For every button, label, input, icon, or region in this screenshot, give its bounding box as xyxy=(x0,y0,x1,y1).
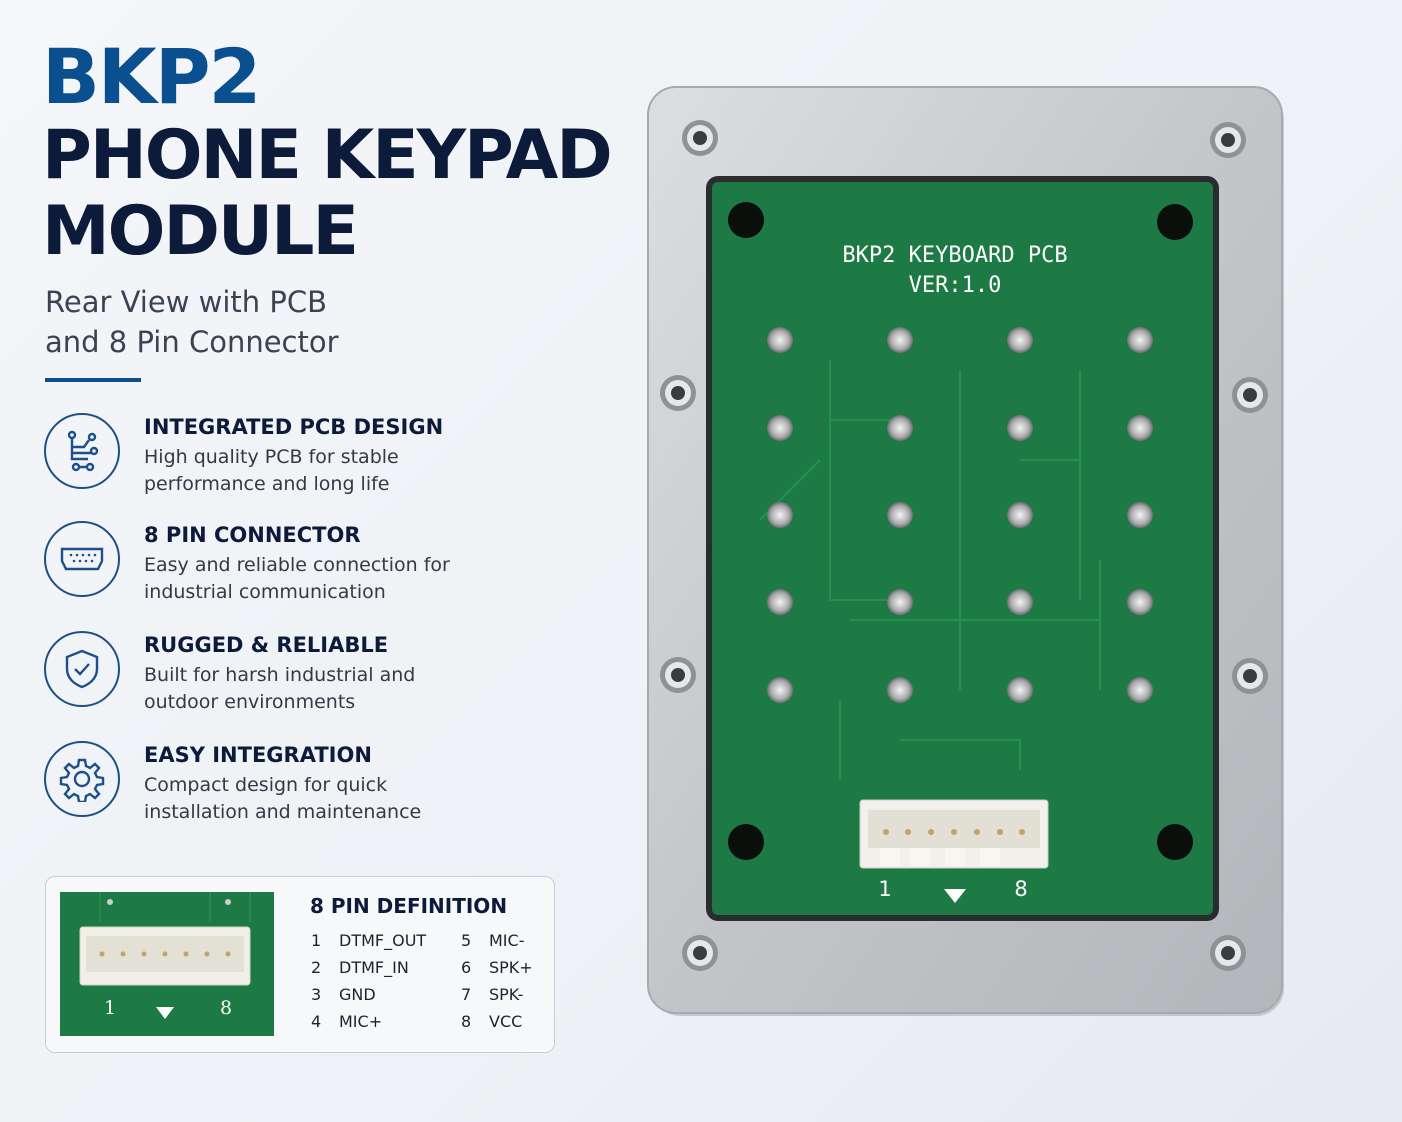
pin-number: 8 xyxy=(461,1012,472,1031)
pin-row: 6 SPK+ xyxy=(461,958,533,977)
feature-title: 8 PIN CONNECTOR xyxy=(144,523,361,547)
feature-item: EASY INTEGRATION Compact design for quic… xyxy=(44,741,464,831)
page-title-line: PHONE KEYPAD xyxy=(42,116,613,195)
solder-pad xyxy=(887,415,913,441)
screw-hole xyxy=(1221,133,1235,147)
solder-pad xyxy=(1007,415,1033,441)
pcb-board xyxy=(712,182,1213,915)
feature-title: INTEGRATED PCB DESIGN xyxy=(144,415,444,439)
pcb-pin-label-left: 1 xyxy=(878,877,891,901)
solder-pad xyxy=(887,327,913,353)
connector-icon xyxy=(44,521,120,597)
solder-pad xyxy=(1007,677,1033,703)
screw-hole xyxy=(1243,388,1257,402)
solder-pad xyxy=(767,589,793,615)
solder-pad xyxy=(767,327,793,353)
pin-number: 2 xyxy=(311,958,322,977)
8-pin-connector xyxy=(859,799,1049,869)
pcb-silkscreen-version: VER:1.0 xyxy=(909,273,1002,298)
feature-title: RUGGED & RELIABLE xyxy=(144,633,389,657)
pin-row: 5 MIC- xyxy=(461,931,524,950)
subtitle-line: and 8 Pin Connector xyxy=(45,325,339,359)
screw-hole xyxy=(1243,669,1257,683)
gear-icon xyxy=(44,741,120,817)
pin-number: 1 xyxy=(311,931,322,950)
pin-name: SPK- xyxy=(489,985,524,1004)
pin-row: 3 GND xyxy=(311,985,376,1004)
pin-name: DTMF_OUT xyxy=(339,931,427,950)
feature-title: EASY INTEGRATION xyxy=(144,743,372,767)
solder-pad xyxy=(887,589,913,615)
solder-pad xyxy=(1007,327,1033,353)
solder-pad xyxy=(767,502,793,528)
pin-name: VCC xyxy=(489,1012,523,1031)
screw-hole xyxy=(671,668,685,682)
solder-pad xyxy=(1127,589,1153,615)
feature-description: Easy and reliable connection for industr… xyxy=(144,554,450,603)
pin-number: 7 xyxy=(461,985,472,1004)
pin-label-left: 1 xyxy=(104,997,116,1019)
solder-pad xyxy=(1127,502,1153,528)
screw-hole xyxy=(671,386,685,400)
pin-name: MIC+ xyxy=(339,1012,383,1031)
screw-hole xyxy=(693,131,707,145)
pin-row: 4 MIC+ xyxy=(311,1012,382,1031)
circuit-icon xyxy=(44,413,120,489)
feature-item: RUGGED & RELIABLE Built for harsh indust… xyxy=(44,631,464,721)
solder-pad xyxy=(1127,415,1153,441)
pin-row: 1 DTMF_OUT xyxy=(311,931,426,950)
page-title-line: MODULE xyxy=(42,192,359,271)
solder-pad xyxy=(1127,327,1153,353)
solder-pad xyxy=(767,415,793,441)
solder-pad xyxy=(887,677,913,703)
solder-pad xyxy=(767,677,793,703)
pin-number: 6 xyxy=(461,958,472,977)
solder-pad xyxy=(887,502,913,528)
screw-hole xyxy=(1221,946,1235,960)
subtitle: Rear View with PCB and 8 Pin Connector xyxy=(45,282,339,362)
connector-closeup-image: 1 8 xyxy=(60,892,274,1036)
pin-name: SPK+ xyxy=(489,958,533,977)
pin-number: 5 xyxy=(461,931,472,950)
divider xyxy=(45,378,141,382)
feature-item: 8 PIN CONNECTOR Easy and reliable connec… xyxy=(44,521,464,611)
pin-name: DTMF_IN xyxy=(339,958,409,977)
pin-row: 2 DTMF_IN xyxy=(311,958,409,977)
pcb-pin-label-right: 8 xyxy=(1014,877,1027,901)
feature-description: Built for harsh industrial and outdoor e… xyxy=(144,664,416,713)
solder-pad xyxy=(1007,589,1033,615)
solder-pad xyxy=(1007,502,1033,528)
pin-number: 3 xyxy=(311,985,322,1004)
pin-definition-title: 8 PIN DEFINITION xyxy=(310,894,508,918)
shield-check-icon xyxy=(44,631,120,707)
pin-name: MIC- xyxy=(489,931,525,950)
feature-description: High quality PCB for stable performance … xyxy=(144,446,399,495)
pin-row: 8 VCC xyxy=(461,1012,522,1031)
screw-hole xyxy=(693,946,707,960)
pin-label-right: 8 xyxy=(220,997,232,1019)
feature-item: INTEGRATED PCB DESIGN High quality PCB f… xyxy=(44,413,464,503)
pcb-silkscreen-title: BKP2 KEYBOARD PCB xyxy=(842,243,1067,268)
product-code: BKP2 xyxy=(42,32,261,121)
pin-number: 4 xyxy=(311,1012,322,1031)
solder-pad xyxy=(1127,677,1153,703)
feature-description: Compact design for quick installation an… xyxy=(144,774,422,823)
pin-name: GND xyxy=(339,985,376,1004)
pin-row: 7 SPK- xyxy=(461,985,523,1004)
subtitle-line: Rear View with PCB xyxy=(45,285,328,319)
